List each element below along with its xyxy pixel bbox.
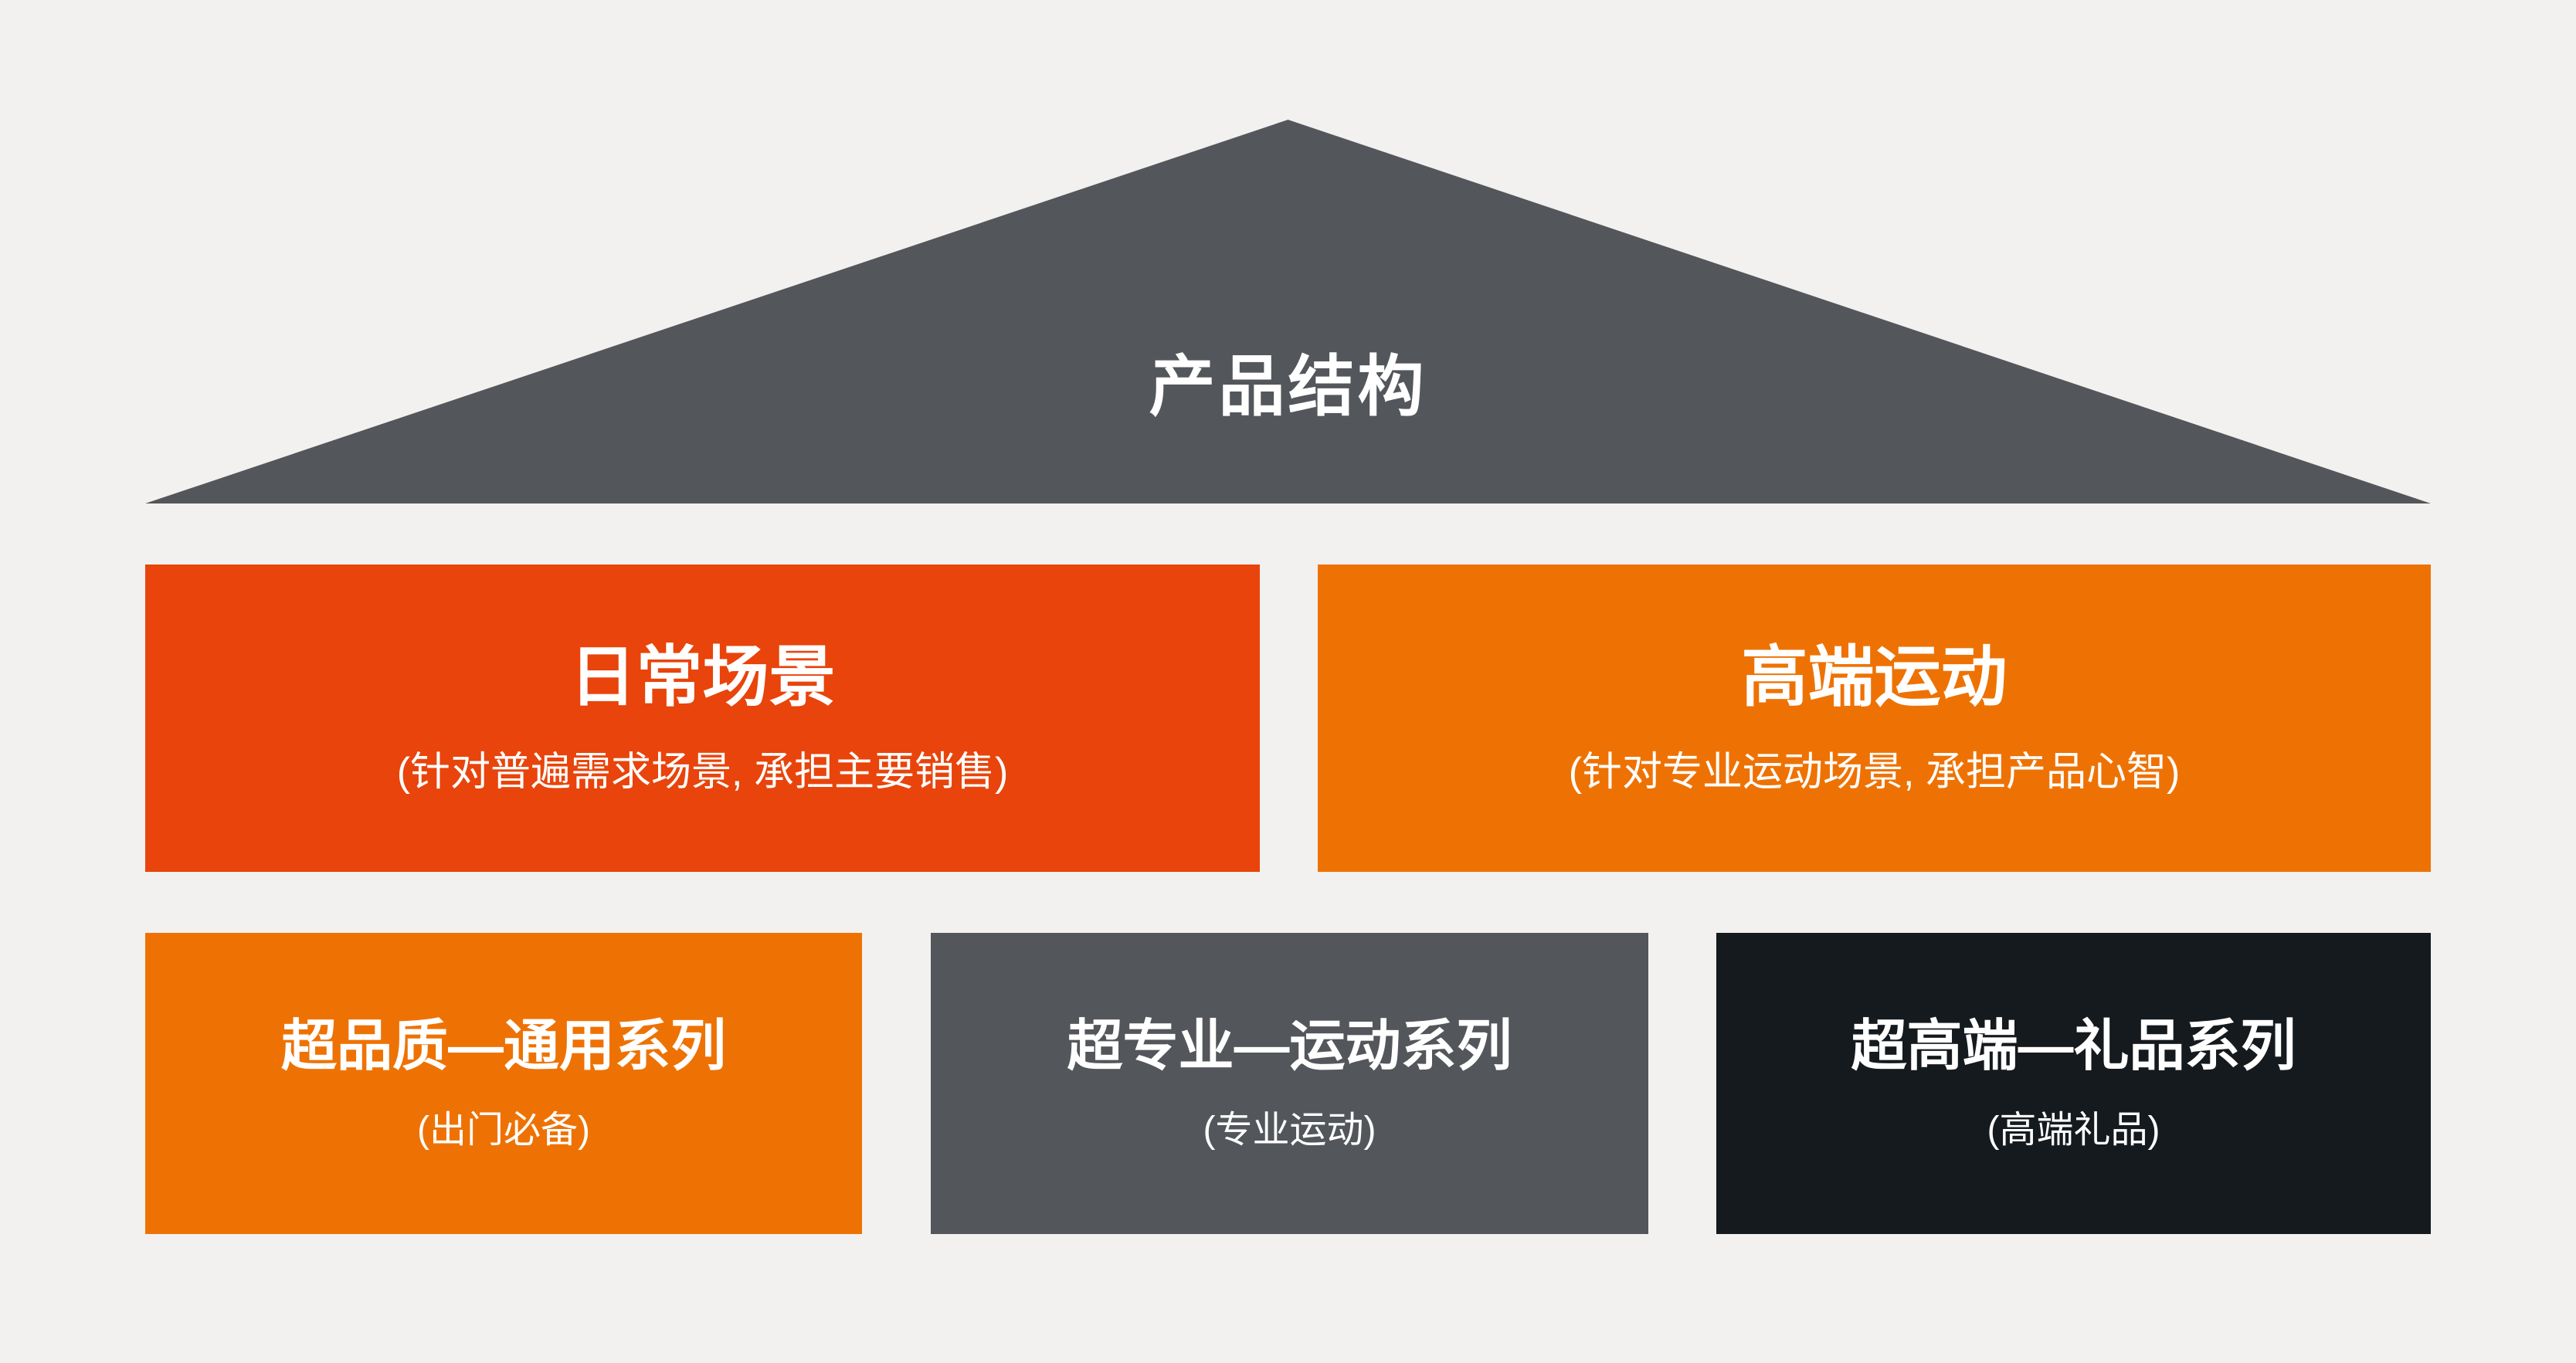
box-title: 超高端—礼品系列	[1851, 1015, 2296, 1077]
tier2-box-gift-series: 超高端—礼品系列 (高端礼品)	[1716, 933, 2431, 1234]
tier1-box-premium-sport: 高端运动 (针对专业运动场景, 承担产品心智)	[1318, 565, 2431, 872]
box-title: 高端运动	[1741, 640, 2008, 715]
box-title: 超专业—运动系列	[1067, 1015, 1512, 1077]
diagram-title: 产品结构	[1149, 350, 1427, 424]
box-subtitle: (专业运动)	[1203, 1109, 1376, 1151]
roof-triangle: 产品结构	[145, 120, 2431, 503]
tier2-box-professional-series: 超专业—运动系列 (专业运动)	[931, 933, 1648, 1234]
box-title: 日常场景	[569, 640, 836, 715]
tier2-box-quality-series: 超品质—通用系列 (出门必备)	[145, 933, 862, 1234]
tier1-box-daily-scenario: 日常场景 (针对普遍需求场景, 承担主要销售)	[145, 565, 1260, 872]
box-title: 超品质—通用系列	[280, 1015, 726, 1077]
box-subtitle: (针对专业运动场景, 承担产品心智)	[1568, 750, 2181, 795]
box-subtitle: (高端礼品)	[1987, 1109, 2160, 1151]
box-subtitle: (针对普遍需求场景, 承担主要销售)	[396, 750, 1009, 795]
box-subtitle: (出门必备)	[417, 1109, 590, 1151]
